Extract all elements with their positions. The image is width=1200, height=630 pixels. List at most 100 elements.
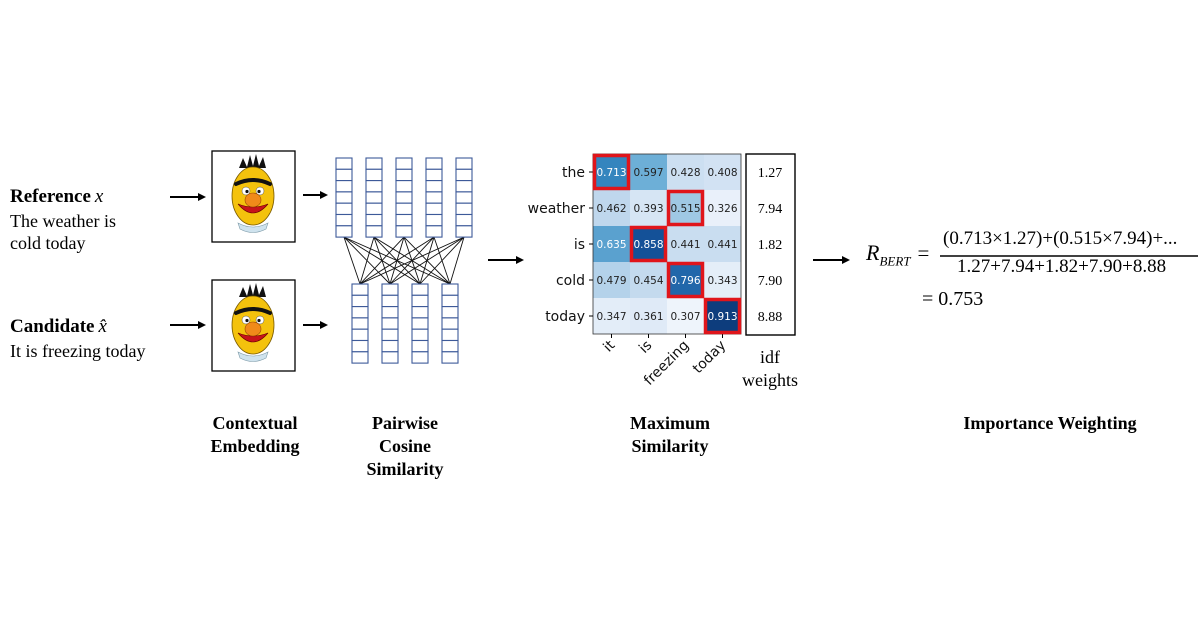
embedding-cell (351, 317, 369, 330)
rbert-letter: R (866, 240, 880, 265)
embedding-cell (395, 191, 413, 204)
embedding-cell (351, 339, 369, 353)
heatmap-value: 0.454 (633, 275, 663, 287)
heatmap-value: 0.428 (670, 167, 700, 179)
heatmap-cell (630, 262, 667, 298)
heatmap-cell (593, 262, 630, 298)
heatmap-cell (704, 226, 741, 262)
connection-line (359, 236, 465, 285)
embedding-cell (425, 191, 443, 204)
candidate-token-embedding (381, 283, 399, 364)
embedding-vectors (335, 157, 473, 364)
embedding-cell (335, 157, 353, 170)
idf-value: 8.88 (758, 310, 783, 325)
stage-pairwise-line1: Pairwise (372, 413, 438, 433)
embedding-cell (425, 157, 443, 170)
connection-line (359, 236, 375, 285)
formula-numerator: (0.713×1.27)+(0.515×7.94)+... (943, 228, 1178, 249)
embedding-cell (351, 294, 369, 308)
row-label: weather (528, 201, 586, 217)
idf-value: 1.27 (758, 166, 783, 181)
embedding-cell (365, 168, 383, 182)
stage-maxsim-line1: Maximum (630, 413, 710, 433)
connection-line (419, 236, 465, 285)
pairwise-connections (343, 236, 465, 285)
row-label: today (545, 309, 585, 325)
embedding-cell (351, 351, 369, 364)
embedding-cell (351, 328, 369, 342)
heatmap-cell (704, 262, 741, 298)
embedding-cell (441, 351, 459, 364)
stage-pairwise-line2: Cosine (378, 436, 431, 456)
embedding-cell (425, 180, 443, 193)
embedding-cell (381, 294, 399, 308)
heatmap-value: 0.515 (670, 203, 700, 215)
rbert-subscript: BERT (879, 253, 911, 269)
embedding-cell (441, 339, 459, 353)
heatmap-value: 0.858 (633, 239, 663, 251)
max-similarity-highlight (666, 261, 705, 299)
stage-label-pairwise-cosine: Pairwise Cosine Similarity (340, 412, 470, 481)
embedding-cell (441, 328, 459, 342)
embedding-cell (395, 213, 413, 227)
connection-line (359, 236, 405, 285)
embedding-cell (395, 180, 413, 193)
heatmap-value: 0.479 (596, 275, 626, 287)
idf-value: 7.90 (758, 274, 783, 289)
col-label: is (636, 338, 655, 357)
embedding-cell (381, 328, 399, 342)
idf-value: 7.94 (758, 202, 783, 217)
embedding-cell (411, 351, 429, 364)
embedding-cell (441, 294, 459, 308)
embedding-cell (395, 225, 413, 238)
heatmap-cell (593, 190, 630, 226)
heatmap-cell (593, 298, 630, 334)
embedding-cell (455, 180, 473, 193)
embedding-cell (335, 213, 353, 227)
embedding-cell (335, 191, 353, 204)
reference-token-embedding (335, 157, 353, 238)
heatmap-value: 0.597 (633, 167, 663, 179)
reference-text-line1: The weather is (10, 211, 116, 231)
row-label: cold (556, 273, 585, 289)
max-similarity-highlight (703, 297, 742, 335)
embedding-cell (425, 213, 443, 227)
heatmap-cell (593, 154, 630, 190)
embedding-cell (395, 168, 413, 182)
candidate-title-label: Candidate (10, 316, 95, 337)
stage-contextual-line1: Contextual (212, 413, 298, 433)
heatmap-value: 0.796 (670, 275, 700, 287)
embedding-cell (381, 283, 399, 296)
heatmap-value: 0.913 (707, 311, 737, 323)
embedding-cell (365, 191, 383, 204)
heatmap-value: 0.408 (707, 167, 737, 179)
embedding-cell (395, 157, 413, 170)
stage-contextual-line2: Embedding (210, 436, 300, 456)
embedding-cell (381, 351, 399, 364)
embedding-cell (411, 339, 429, 353)
embedding-cell (395, 202, 413, 216)
heatmap-cell (667, 298, 704, 334)
stage-label-importance-weighting: Importance Weighting (963, 413, 1137, 433)
embedding-cell (425, 202, 443, 216)
heatmap-value: 0.361 (633, 311, 663, 323)
heatmap-value: 0.393 (633, 203, 663, 215)
embedding-cell (455, 213, 473, 227)
stage-label-contextual-embedding: Contextual Embedding (190, 412, 320, 458)
connection-line (449, 236, 465, 285)
reference-token-embedding (365, 157, 383, 238)
col-label: today (690, 338, 729, 377)
idf-label-line1: idf (760, 347, 780, 367)
col-label: it (600, 337, 618, 355)
embedding-cell (335, 202, 353, 216)
connection-line (343, 236, 361, 285)
stage-label-maximum-similarity: Maximum Similarity (600, 412, 740, 458)
embedding-cell (441, 283, 459, 296)
embedding-cell (441, 306, 459, 319)
heatmap-value: 0.441 (670, 239, 700, 251)
embedding-cell (411, 328, 429, 342)
idf-value: 1.82 (758, 238, 783, 253)
